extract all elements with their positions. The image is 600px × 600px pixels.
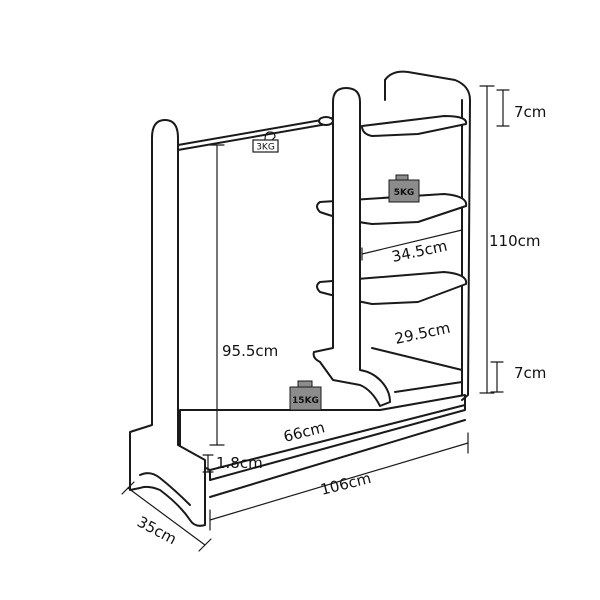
shelf-unit-base: [371, 347, 463, 393]
hanger-hook-icon: [264, 131, 276, 143]
shelf-width-line: [361, 229, 463, 255]
total-width-label: 106cm: [319, 469, 373, 499]
left-side-panel: [129, 119, 206, 527]
hanging-height-label: 95.5cm: [222, 342, 278, 360]
floor-load-label: 15KG: [292, 396, 319, 406]
shelf-top: [361, 115, 468, 137]
top-gap-label: 7cm: [514, 103, 546, 121]
depth-line: [127, 487, 206, 546]
hanging-rail-shadow: [177, 122, 334, 151]
middle-divider-post: [312, 87, 391, 407]
clearance-label: 1.8cm: [216, 454, 263, 472]
rail-load-label: 3KG: [256, 143, 275, 153]
rail-load-tag: [252, 139, 279, 153]
hanging-rail: [177, 117, 334, 146]
shelf-load-label: 5KG: [394, 188, 415, 198]
left-side-panel-foot-cut: [139, 472, 191, 506]
depth-label: 35cm: [134, 513, 179, 549]
depth-cap-right: [198, 538, 212, 552]
total-width-line: [209, 442, 469, 521]
floor-load-weight-icon: [289, 380, 322, 411]
floor-front-strip-lower: [209, 419, 466, 498]
depth-cap-left: [121, 481, 135, 495]
shelf-unit-back-panel: [384, 70, 471, 401]
floor-front-strip: [209, 401, 466, 481]
total-height-label: 110cm: [489, 232, 541, 250]
bottom-gap-label: 7cm: [514, 364, 546, 382]
rail-end-cap: [318, 116, 334, 126]
shelf-spacing-label: 29.5cm: [393, 319, 452, 348]
shelf-load-weight-icon: [388, 174, 420, 203]
